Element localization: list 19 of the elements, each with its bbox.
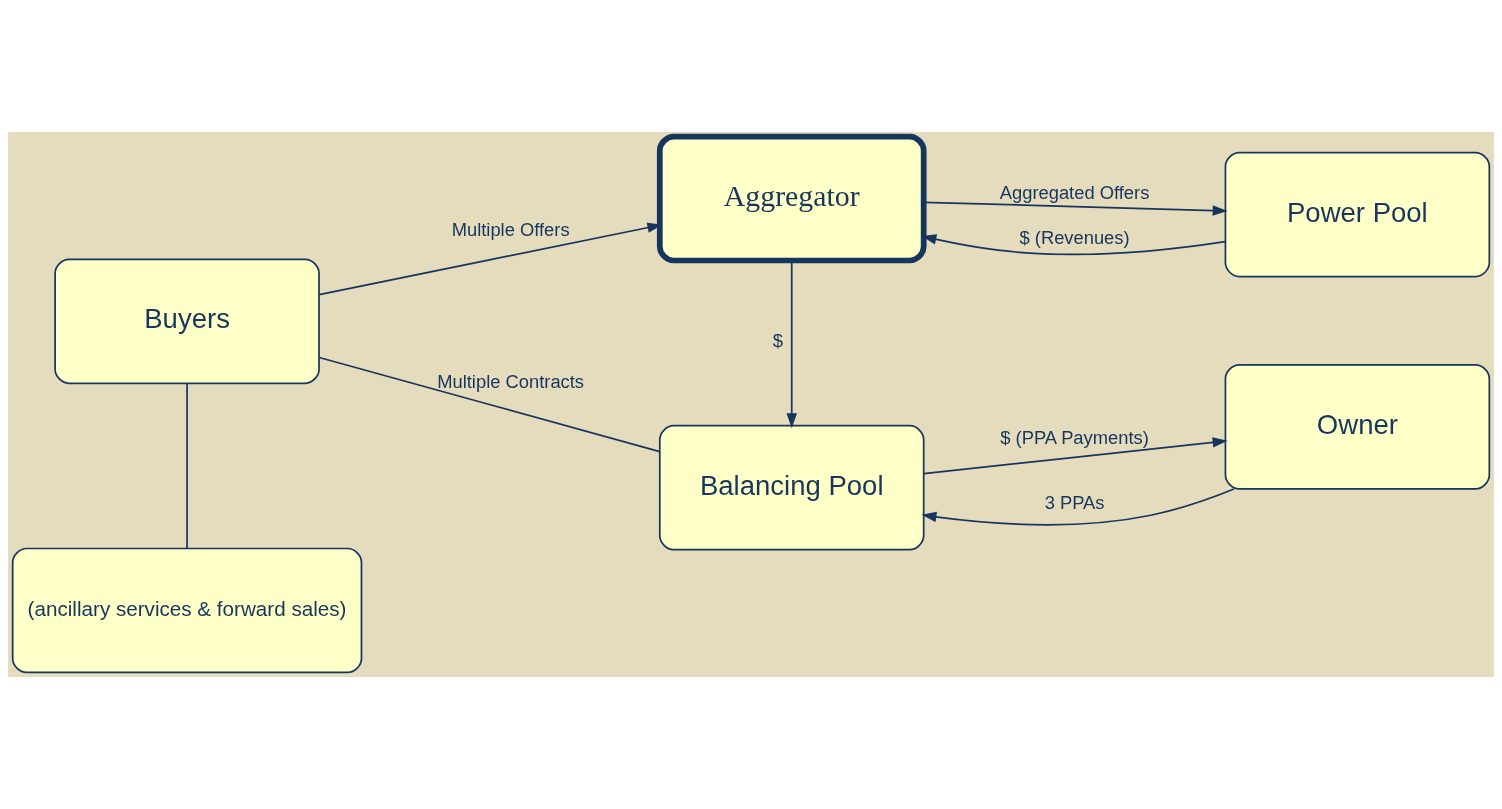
- arrow: [786, 260, 797, 429]
- node-box: Balancing Pool: [658, 424, 925, 551]
- arrow: [923, 201, 1228, 216]
- node-box: Power Pool: [1224, 151, 1491, 278]
- edge-label: $ (Revenues): [1019, 227, 1130, 249]
- edge-label: 3 PPAs: [1044, 492, 1105, 514]
- node-box: Owner: [1224, 364, 1491, 490]
- edge-label: $: [772, 330, 784, 352]
- node-box: (ancillary services & forward sales): [11, 547, 363, 674]
- arrow: [923, 437, 1228, 475]
- edge-label: $ (PPA Payments): [1000, 426, 1149, 448]
- edge-label: Multiple Offers: [451, 219, 570, 241]
- arrow: [921, 488, 1235, 526]
- node-box: Aggregator: [656, 133, 927, 264]
- connector: [318, 356, 661, 453]
- node-box: Buyers: [54, 258, 320, 385]
- edge-label: Aggregated Offers: [999, 182, 1150, 204]
- edge-label: Multiple Contracts: [437, 370, 585, 392]
- connector: [186, 382, 188, 550]
